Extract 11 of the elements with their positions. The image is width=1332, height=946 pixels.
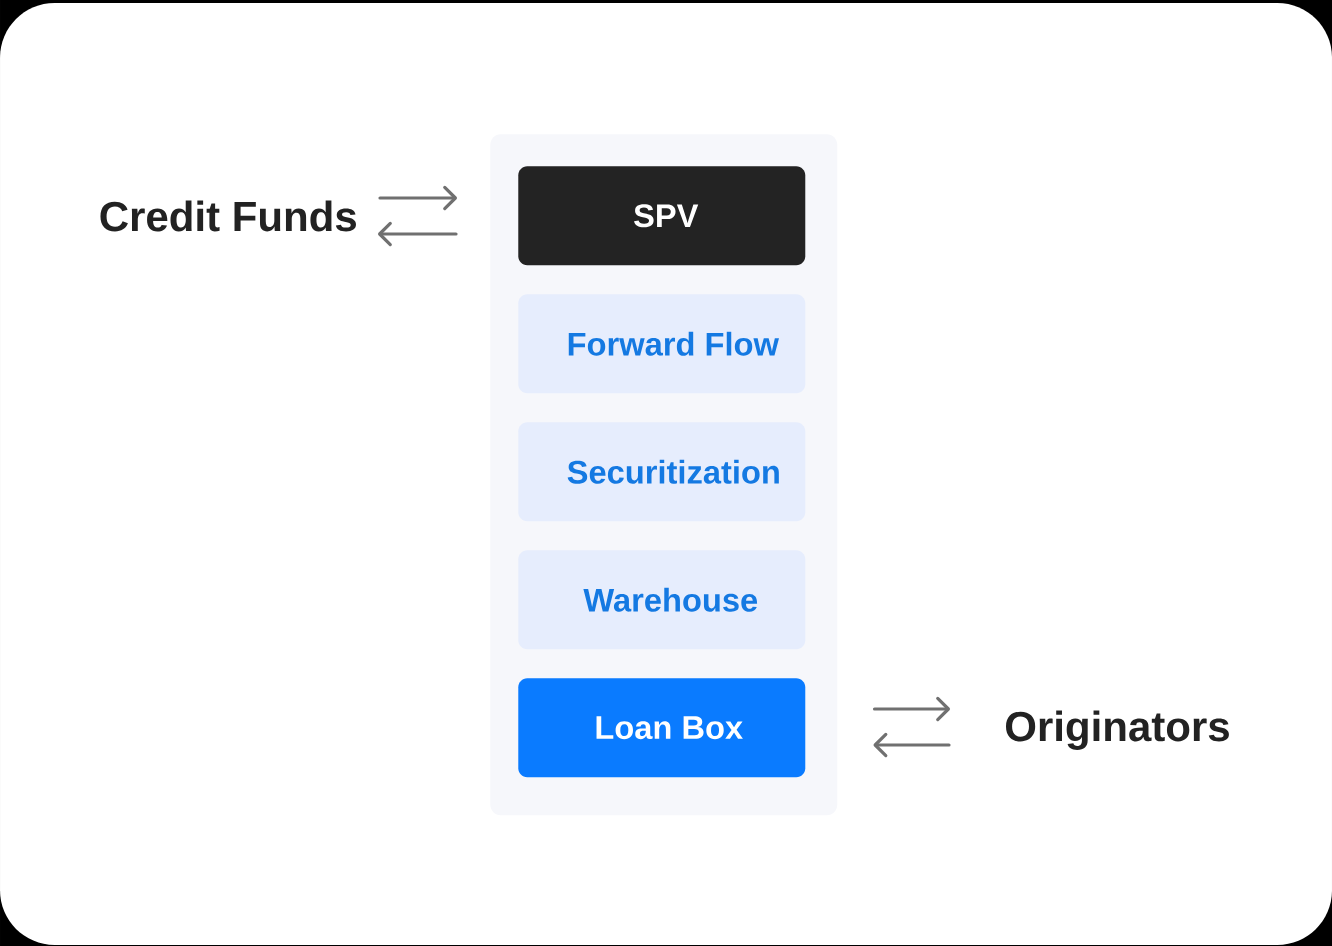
process-box: SPV: [518, 166, 806, 266]
arrow: [872, 696, 950, 722]
process-box: Forward Flow: [518, 294, 806, 394]
text-label: Originators: [1006, 710, 1229, 750]
process-box: Loan Box: [518, 678, 806, 778]
process-box: Warehouse: [518, 550, 806, 650]
arrow: [378, 185, 457, 211]
text-label: Credit Funds: [100, 200, 356, 232]
process-box: Securitization: [518, 422, 806, 522]
arrow: [873, 732, 951, 758]
arrow: [378, 221, 458, 247]
